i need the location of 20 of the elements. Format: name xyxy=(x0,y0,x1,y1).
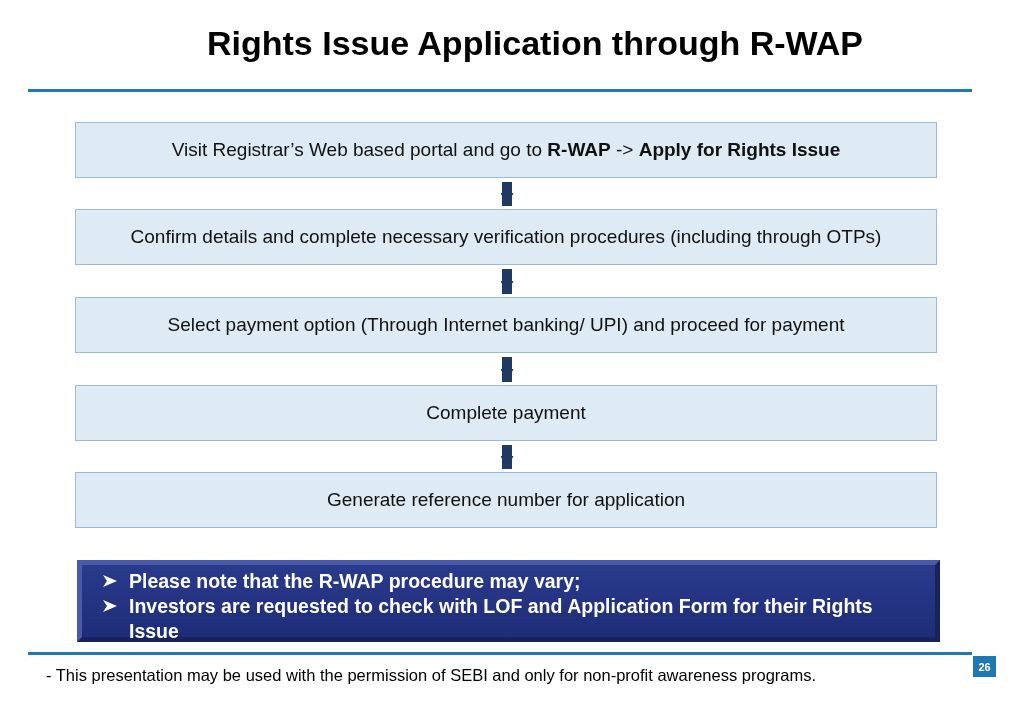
footer-note: - This presentation may be used with the permission of SEBI and only for non-profit awareness programs. xyxy=(46,666,817,685)
step-text: Select payment option (Through Internet banking/ UPI) and proceed for payment xyxy=(167,314,845,336)
down-arrow xyxy=(500,357,514,382)
step-text: Complete payment xyxy=(426,402,586,424)
note-text: Investors are requested to check with LOF and Application Form for their Rights Issue xyxy=(129,595,873,642)
note-panel xyxy=(77,560,940,642)
process-box xyxy=(75,297,937,353)
down-arrow xyxy=(500,269,514,294)
step-text: Confirm details and complete necessary verification procedures (including through OTPs) xyxy=(130,226,882,248)
down-arrow xyxy=(500,182,514,206)
step-text: Generate reference number for application xyxy=(326,489,685,511)
process-box xyxy=(75,385,937,441)
process-box xyxy=(75,122,937,178)
title: Rights Issue Application through R-WAP xyxy=(205,24,865,63)
down-arrow xyxy=(500,445,514,469)
note-text: Please note that the R-WAP procedure may vary; xyxy=(129,570,581,592)
process-box xyxy=(75,209,937,265)
page-number: 26 xyxy=(973,656,996,677)
step-text: Visit Registrar’s Web based portal and go to R-WAP -> Apply for Rights Issue xyxy=(171,139,841,161)
process-box xyxy=(75,472,937,528)
